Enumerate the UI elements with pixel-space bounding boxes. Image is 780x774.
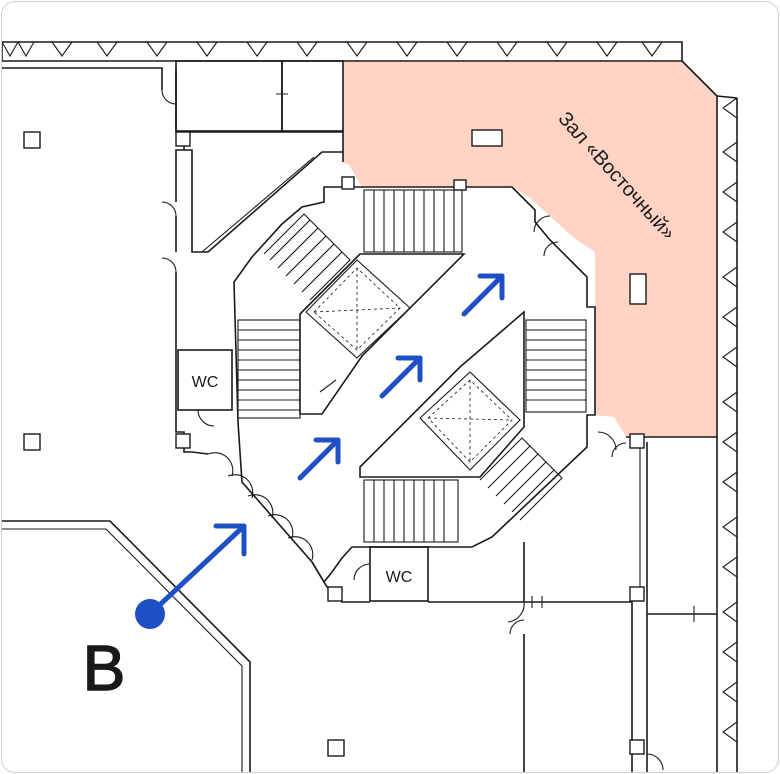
start-point-icon[interactable] [135,599,165,629]
wc-room-upper[interactable]: WC [177,349,233,427]
hall-vostochny-area[interactable] [343,61,717,437]
facade-top [2,40,683,62]
route-arrowhead-icon [213,523,247,557]
wc-label-lower: WC [386,569,413,586]
columns [23,129,647,757]
wc-label-upper: WC [192,374,219,391]
building-letter: B [83,632,126,704]
direction-arrow-icon [461,273,505,317]
direction-arrow-icon [297,437,341,481]
route-line [147,523,247,617]
facade-right [681,60,738,772]
top-rooms [175,60,344,253]
wc-room-lower[interactable]: WC [353,546,429,602]
left-block-walls [2,67,251,772]
stair-core [233,186,596,584]
direction-arrow-icon [379,355,423,399]
right-rooms [428,215,717,772]
route-path [147,523,247,617]
